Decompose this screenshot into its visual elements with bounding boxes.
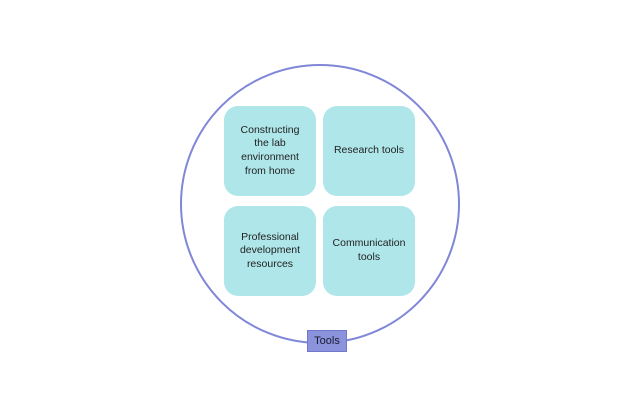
item-communication-tools: Communication tools <box>323 206 415 296</box>
item-label: Constructing the lab environment from ho… <box>240 123 300 177</box>
tools-ring <box>180 64 460 344</box>
item-label: Communication tools <box>332 237 406 263</box>
tools-tag: Tools <box>307 330 347 352</box>
item-professional-development: Professional development resources <box>224 206 316 296</box>
tools-label: Tools <box>314 335 340 347</box>
item-label: Professional development resources <box>239 230 301 270</box>
item-constructing-lab-environment: Constructing the lab environment from ho… <box>224 106 316 196</box>
item-label: Research tools <box>333 144 405 157</box>
item-research-tools: Research tools <box>323 106 415 196</box>
